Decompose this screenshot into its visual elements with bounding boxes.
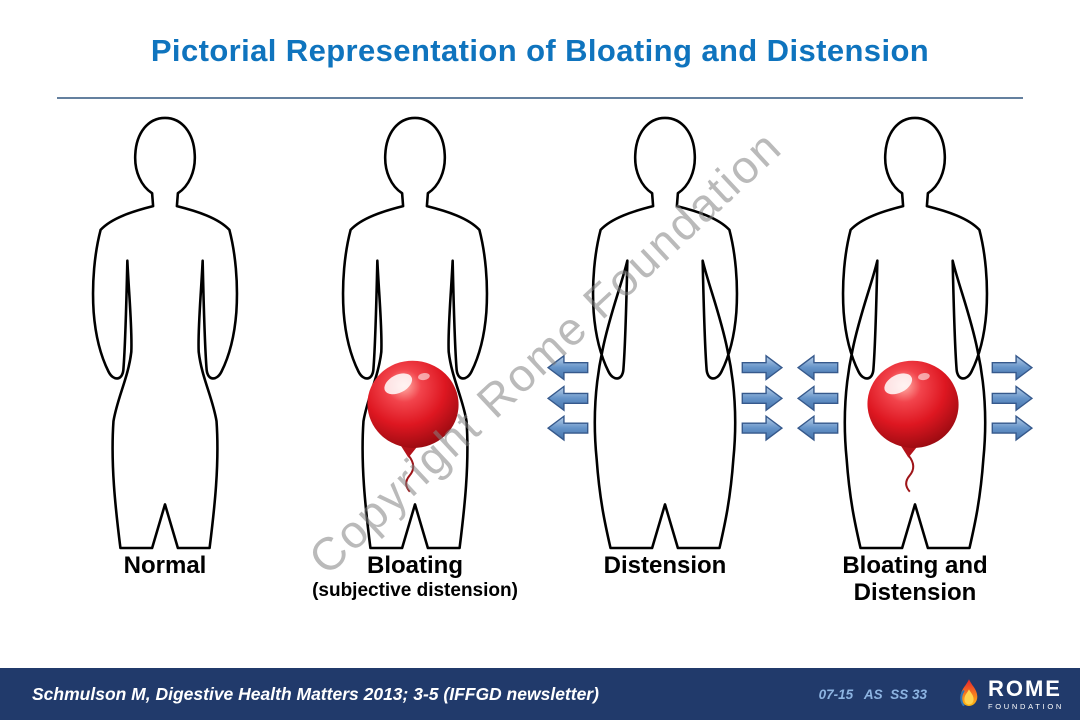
- body-figure-svg: [91, 116, 239, 550]
- expansion-arrow-left-icon: [546, 385, 589, 412]
- figure-label: Bloating and Distension: [842, 552, 988, 606]
- logo-text: ROME FOUNDATION: [987, 675, 1064, 711]
- logo-subtitle: FOUNDATION: [987, 701, 1064, 711]
- figure-distension: Distension: [540, 112, 790, 652]
- expansion-arrow-left-icon: [796, 354, 839, 381]
- citation: Schmulson M, Digestive Health Matters 20…: [32, 683, 599, 704]
- balloon-icon: [367, 360, 459, 493]
- balloon-icon: [867, 360, 959, 493]
- logo-title: ROME: [987, 675, 1062, 701]
- expansion-arrow-left-icon: [796, 385, 839, 412]
- figure-bloating: Bloating(subjective distension): [290, 112, 540, 652]
- expansion-arrow-left-icon: [796, 414, 839, 442]
- figures-row: Normal Bloating(subjective distension) Di…: [40, 112, 1040, 652]
- body-outline: [591, 116, 739, 550]
- expansion-arrow-right-icon: [741, 414, 784, 442]
- body-figure-svg: [546, 116, 784, 550]
- body-outline: [841, 116, 989, 550]
- body-outline: [341, 116, 489, 550]
- figure-bloating-and-distension: Bloating and Distension: [790, 112, 1040, 652]
- expansion-arrow-right-icon: [991, 385, 1034, 412]
- figure-label: Distension: [603, 552, 727, 579]
- page-title: Pictorial Representation of Bloating and…: [150, 33, 930, 68]
- expansion-arrow-right-icon: [741, 385, 784, 412]
- expansion-arrow-left-icon: [546, 414, 589, 442]
- figure-normal: Normal: [40, 112, 290, 652]
- rome-foundation-logo: ROME FOUNDATION: [957, 675, 1064, 711]
- figure-sublabel: (subjective distension): [312, 579, 518, 601]
- body-figure-svg: [341, 116, 489, 550]
- expansion-arrow-left-icon: [546, 354, 589, 381]
- footer-bar: Schmulson M, Digestive Health Matters 20…: [0, 668, 1080, 720]
- expansion-arrow-right-icon: [991, 354, 1034, 381]
- title-divider: [57, 97, 1023, 99]
- expansion-arrow-right-icon: [741, 354, 784, 381]
- expansion-arrow-right-icon: [991, 414, 1034, 442]
- body-outline: [91, 116, 239, 550]
- footer-right: 07-15 AS SS 33 ROME FOUNDATION: [818, 675, 1064, 711]
- slide-code: 07-15 AS SS 33: [818, 686, 927, 702]
- flame-icon: [960, 679, 978, 707]
- figure-label: Bloating: [367, 552, 463, 579]
- body-figure-svg: [796, 116, 1034, 550]
- figure-label: Normal: [123, 552, 207, 579]
